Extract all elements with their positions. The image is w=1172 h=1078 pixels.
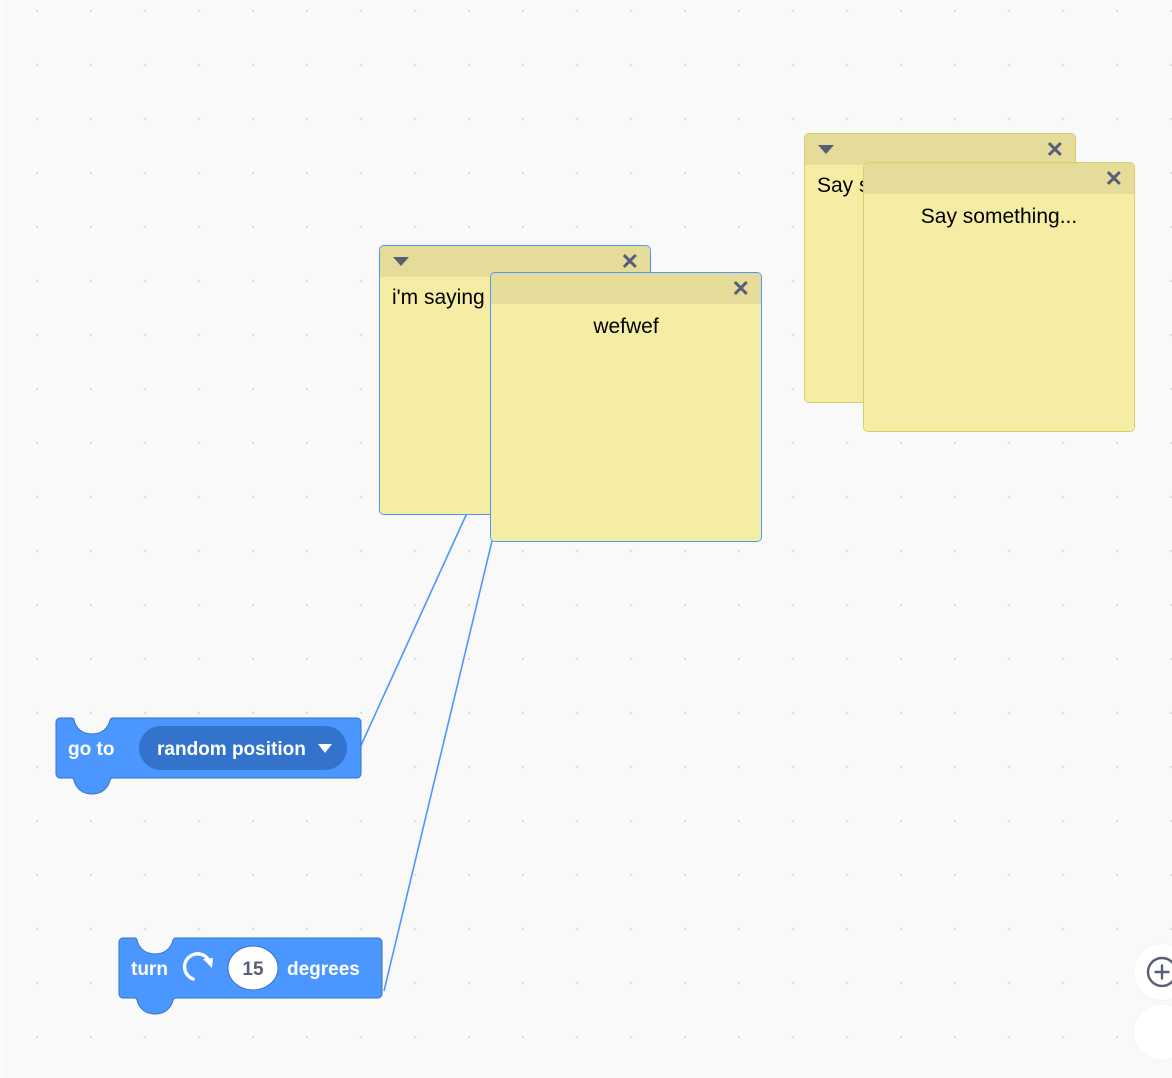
zoom-in-icon[interactable] — [1145, 955, 1172, 989]
turn-clockwise-icon — [182, 952, 213, 981]
close-icon[interactable]: ✕ — [1045, 136, 1064, 162]
comment-wefwef[interactable]: ✕ wefwef — [490, 272, 762, 542]
chevron-down-icon[interactable] — [393, 257, 409, 266]
comment-header[interactable]: ✕ — [864, 163, 1134, 194]
zoom-controls[interactable] — [1134, 944, 1172, 1064]
comment-body[interactable]: wefwef — [491, 304, 761, 541]
close-icon[interactable]: ✕ — [620, 248, 639, 274]
comment-body[interactable]: Say something... — [864, 194, 1134, 431]
chevron-down-icon[interactable] — [818, 145, 834, 154]
block-label-go-to: go to — [68, 739, 114, 760]
comment-text[interactable]: Say something... — [920, 205, 1078, 228]
block-go-to[interactable]: go to random position — [55, 717, 376, 802]
connector-comment-to-turn — [383, 540, 493, 992]
dropdown-field[interactable] — [139, 726, 347, 770]
comment-text[interactable]: wefwef — [593, 315, 659, 338]
number-input-field[interactable] — [227, 945, 279, 991]
comment-header[interactable]: ✕ — [805, 134, 1075, 165]
comment-header[interactable]: ✕ — [491, 273, 761, 304]
close-icon[interactable]: ✕ — [731, 275, 750, 301]
connector-comment-to-goto — [357, 512, 468, 753]
zoom-in-button[interactable] — [1134, 944, 1172, 1000]
dropdown-value[interactable]: random position — [157, 739, 306, 760]
comment-say-something[interactable]: ✕ Say something... — [863, 162, 1135, 432]
comment-header[interactable]: ✕ — [380, 246, 650, 277]
zoom-out-button[interactable] — [1134, 1004, 1172, 1060]
chevron-down-icon[interactable] — [318, 744, 332, 753]
close-icon[interactable]: ✕ — [1104, 165, 1123, 191]
block-turn-right[interactable]: turn 15 degrees — [118, 937, 399, 1022]
block-label-degrees: degrees — [287, 959, 360, 980]
block-label-turn: turn — [131, 959, 168, 980]
number-input-value[interactable]: 15 — [242, 959, 264, 980]
